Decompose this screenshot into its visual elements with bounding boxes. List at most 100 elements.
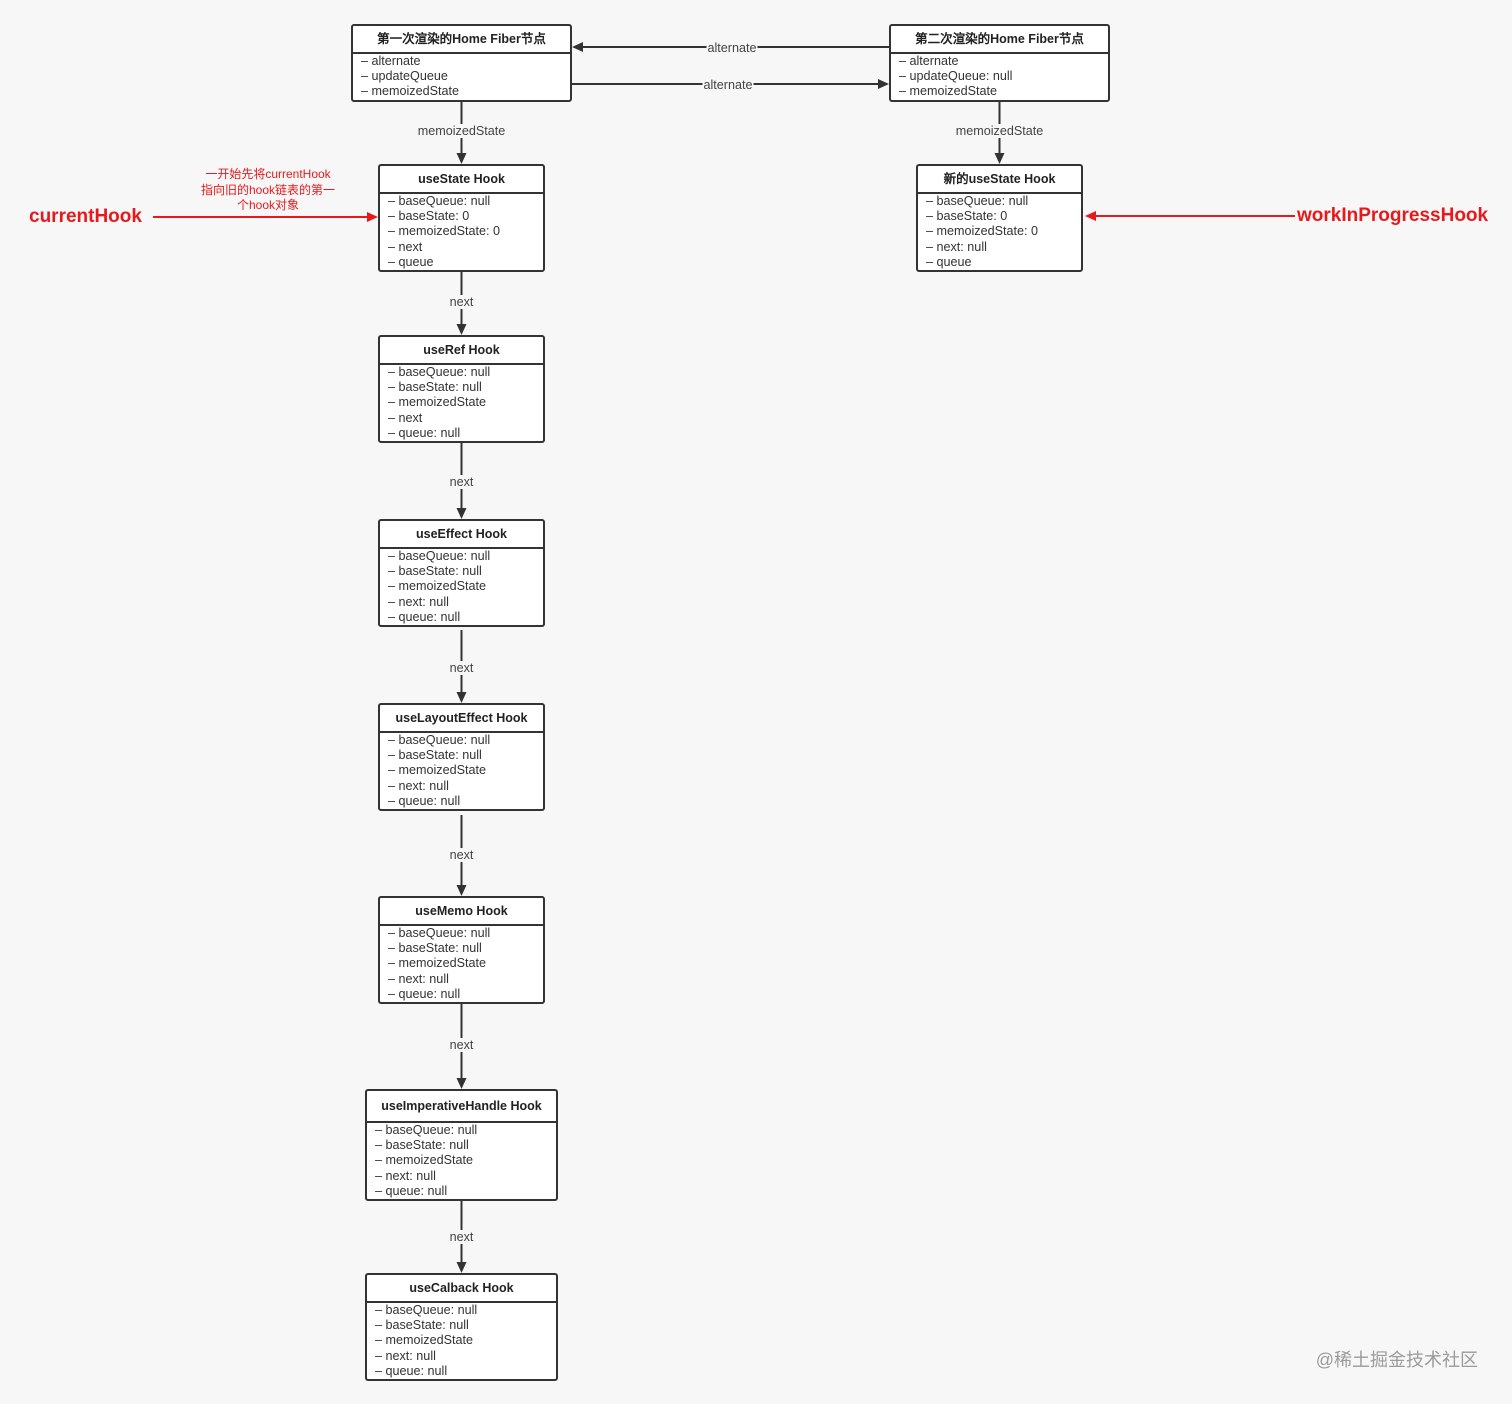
node-field: – queue <box>926 254 972 269</box>
current-hook-note-line: 一开始先将currentHook <box>205 167 331 181</box>
node-field: – memoizedState <box>361 84 460 99</box>
node-field: – baseState: null <box>388 941 482 956</box>
wip-hook-node-usestate: 新的useState Hook – baseQueue: null – base… <box>916 164 1083 272</box>
current-hook-note: 一开始先将currentHook 指向旧的hook链表的第一 个hook对象 <box>188 167 348 214</box>
hook-node-usecalback: useCalback Hook – baseQueue: null – base… <box>365 1273 558 1381</box>
node-field: – memoizedState: 0 <box>388 224 501 239</box>
edge-label-next: next <box>448 1230 475 1244</box>
node-field: – memoizedState <box>375 1153 474 1168</box>
node-field: – queue: null <box>375 1183 448 1198</box>
node-field: – next: null <box>375 1168 436 1183</box>
node-field-list: – baseQueue: null – baseState: null – me… <box>380 733 543 809</box>
wip-hook-pointer-arrow <box>1085 211 1295 221</box>
node-title: useImperativeHandle Hook <box>367 1091 556 1123</box>
arrowhead <box>878 79 889 89</box>
node-field: – baseQueue: null <box>388 926 491 940</box>
node-field: – baseState: null <box>388 564 482 579</box>
node-field: – baseState: null <box>388 748 482 763</box>
node-field: – memoizedState <box>388 763 487 778</box>
hook-node-useeffect: useEffect Hook – baseQueue: null – baseS… <box>378 519 545 627</box>
node-field-list: – baseQueue: null – baseState: null – me… <box>367 1303 556 1379</box>
node-field: – memoizedState <box>375 1333 474 1348</box>
node-field: – alternate <box>361 54 421 68</box>
watermark: @稀土掘金技术社区 <box>1315 1350 1478 1370</box>
node-field: – baseQueue: null <box>926 194 1029 208</box>
node-field-list: – baseQueue: null – baseState: 0 – memoi… <box>380 194 543 270</box>
edge-label-next: next <box>448 848 475 862</box>
node-field-list: – baseQueue: null – baseState: null – me… <box>380 365 543 441</box>
edge-label-memoized-state-first: memoizedState <box>416 123 507 138</box>
node-field: – baseState: null <box>375 1318 469 1333</box>
node-field: – baseState: 0 <box>926 209 1008 224</box>
node-title: 第一次渲染的Home Fiber节点 <box>353 26 570 54</box>
node-field: – alternate <box>899 54 959 68</box>
wip-hook-pointer-label: workInProgressHook <box>1297 205 1489 226</box>
node-field: – baseQueue: null <box>388 365 491 379</box>
node-title: useRef Hook <box>380 337 543 365</box>
arrowhead <box>456 885 467 896</box>
node-title: 第二次渲染的Home Fiber节点 <box>891 26 1108 54</box>
hook-node-useref: useRef Hook – baseQueue: null – baseStat… <box>378 335 545 443</box>
node-title: useEffect Hook <box>380 521 543 549</box>
node-field: – baseQueue: null <box>388 549 491 563</box>
arrowhead <box>572 42 583 52</box>
node-title: 新的useState Hook <box>918 166 1081 194</box>
node-field: – next <box>388 239 423 254</box>
node-field: – memoizedState <box>388 395 487 410</box>
edge-label-next: next <box>448 661 475 675</box>
arrowhead <box>456 1262 467 1273</box>
edge-label-memoized-state-second: memoizedState <box>954 124 1045 138</box>
edge-label-alternate-first-to-second: alternate <box>702 77 754 92</box>
node-field: – baseState: 0 <box>388 209 470 224</box>
node-field-list: – alternate – updateQueue: null – memoiz… <box>891 54 1108 100</box>
node-field: – memoizedState <box>388 579 487 594</box>
node-title: useMemo Hook <box>380 898 543 926</box>
node-field: – baseQueue: null <box>388 194 491 208</box>
edge-label-next: next <box>448 475 475 489</box>
arrowhead <box>994 153 1005 164</box>
node-title: useLayoutEffect Hook <box>380 705 543 733</box>
node-field: – updateQueue: null <box>899 69 1013 84</box>
edge-label-next: next <box>448 295 475 309</box>
arrowhead <box>367 212 378 222</box>
hook-node-uselayouteffect: useLayoutEffect Hook – baseQueue: null –… <box>378 703 545 811</box>
node-field: – next: null <box>375 1348 436 1363</box>
node-field: – next: null <box>926 239 987 254</box>
fiber-node-first-render: 第一次渲染的Home Fiber节点 – alternate – updateQ… <box>351 24 572 102</box>
node-title: useState Hook <box>380 166 543 194</box>
node-field: – next: null <box>388 594 449 609</box>
node-field: – next: null <box>388 971 449 986</box>
current-hook-note-line: 个hook对象 <box>236 198 300 212</box>
node-title: useCalback Hook <box>367 1275 556 1303</box>
node-field: – memoizedState <box>899 84 998 99</box>
node-field: – baseState: null <box>388 380 482 395</box>
arrowhead <box>456 508 467 519</box>
node-field: – queue <box>388 254 434 269</box>
hook-node-usestate: useState Hook – baseQueue: null – baseSt… <box>378 164 545 272</box>
current-hook-pointer-label: currentHook <box>29 206 142 227</box>
fiber-node-second-render: 第二次渲染的Home Fiber节点 – alternate – updateQ… <box>889 24 1110 102</box>
node-field-list: – baseQueue: null – baseState: null – me… <box>367 1123 556 1199</box>
current-hook-note-line: 指向旧的hook链表的第一 <box>200 182 336 197</box>
arrowhead <box>456 692 467 703</box>
node-field: – baseState: null <box>375 1138 469 1153</box>
arrowhead <box>456 153 467 164</box>
node-field-list: – alternate – updateQueue – memoizedStat… <box>353 54 570 100</box>
edge-label-next: next <box>448 1038 475 1052</box>
edge-label-alternate-second-to-first: alternate <box>706 40 758 55</box>
arrowhead <box>456 1078 467 1089</box>
node-field: – queue: null <box>388 425 461 440</box>
node-field: – queue: null <box>375 1363 448 1378</box>
node-field: – queue: null <box>388 793 461 808</box>
node-field: – baseQueue: null <box>375 1303 478 1317</box>
node-field: – updateQueue <box>361 69 448 84</box>
node-field: – baseQueue: null <box>388 733 491 747</box>
arrowhead <box>1085 211 1096 221</box>
hook-node-useimperativehandle: useImperativeHandle Hook – baseQueue: nu… <box>365 1089 558 1201</box>
node-field: – next <box>388 410 423 425</box>
node-field: – queue: null <box>388 609 461 624</box>
node-field-list: – baseQueue: null – baseState: null – me… <box>380 549 543 625</box>
current-hook-pointer-arrow <box>153 212 378 222</box>
node-field-list: – baseQueue: null – baseState: null – me… <box>380 926 543 1002</box>
node-field: – baseQueue: null <box>375 1123 478 1137</box>
